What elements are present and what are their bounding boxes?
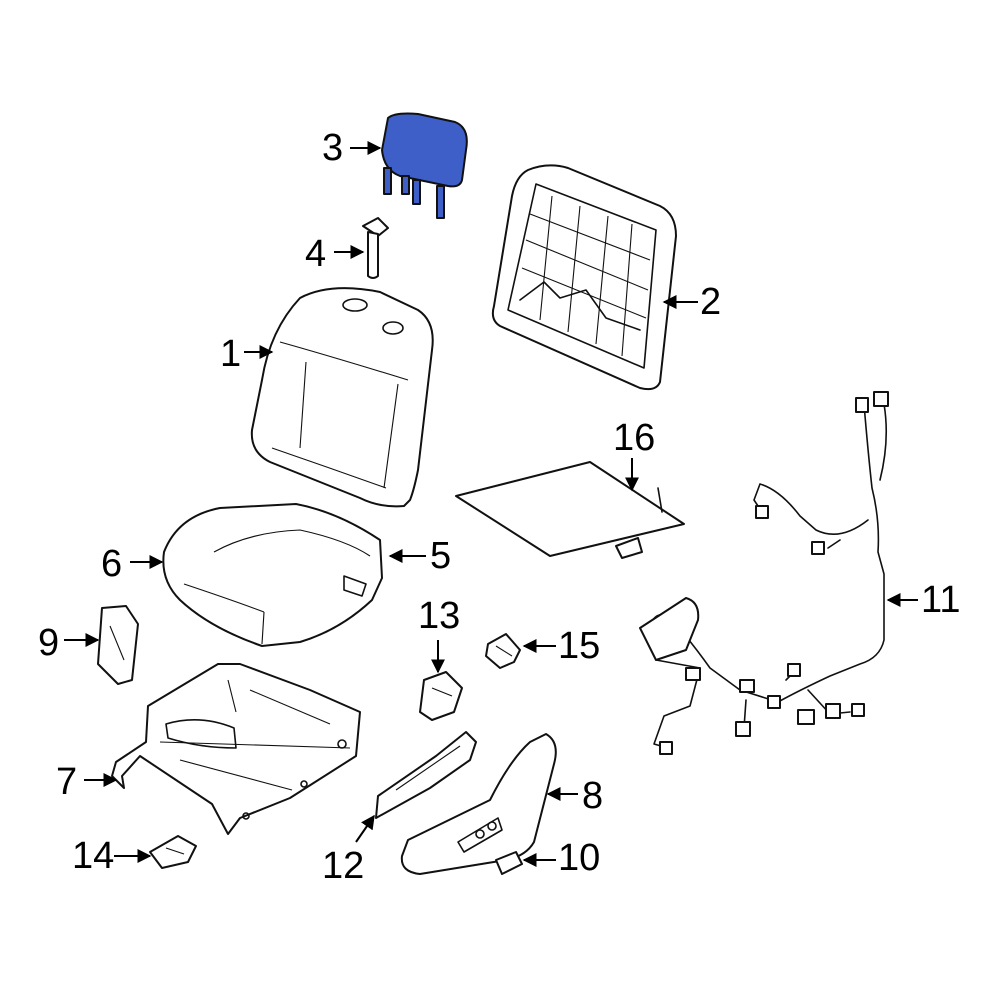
part-11-wiring-harness[interactable] [639,391,889,755]
callout-14: 14 [72,835,114,877]
part-13-bracket[interactable] [419,671,463,721]
callout-11: 11 [921,579,960,621]
callout-7: 7 [56,761,77,803]
part-12-side-shield-inner[interactable] [375,731,477,819]
callout-12: 12 [322,845,364,887]
part-7-seat-track[interactable] [111,663,361,835]
part-15-clip[interactable] [485,633,521,669]
callout-3: 3 [322,127,343,169]
part-6-seat-cushion-cover[interactable] [162,503,383,647]
callout-2: 2 [700,281,721,323]
callout-1: 1 [220,333,241,375]
part-8-side-shield-outer[interactable] [400,733,557,875]
callout-15: 15 [558,625,600,667]
callout-5: 5 [430,535,451,577]
callout-8: 8 [582,775,603,817]
callout-16: 16 [613,417,655,459]
callout-6: 6 [101,543,122,585]
part-1-seatback-cover[interactable] [250,287,434,508]
callout-4: 4 [305,233,326,275]
callout-10: 10 [558,837,600,879]
callout-13: 13 [418,595,460,637]
callout-9: 9 [38,622,59,664]
part-14-small-bracket[interactable] [149,835,197,869]
part-4-headrest-guide[interactable] [362,217,389,279]
part-16-seat-mat[interactable] [455,461,685,559]
part-3-headrest[interactable] [381,112,468,219]
part-10-knob[interactable] [495,851,523,875]
leader-12 [355,814,375,843]
part-9-trim-piece[interactable] [97,605,139,685]
part-2-seatback-frame[interactable] [491,164,677,391]
